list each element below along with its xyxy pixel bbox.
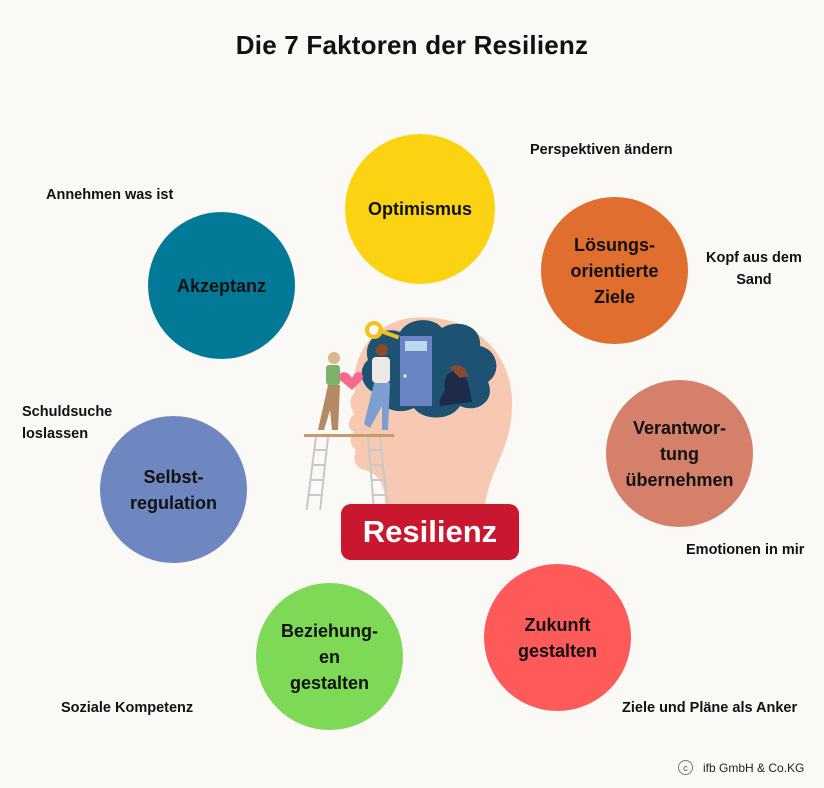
factor-label: Selbst- regulation (129, 466, 217, 513)
page-title: Die 7 Faktoren der Resilienz (235, 30, 589, 60)
factor-label: Akzeptanz (176, 275, 266, 296)
copyright: c ifb GmbH & Co.KG (678, 760, 804, 775)
note-verantwortung: Emotionen in mir (686, 542, 805, 558)
factor-label: Lösungs- orientierte Ziele (570, 234, 659, 307)
note-optimismus: Perspektiven ändern (530, 142, 673, 158)
factor-circle-optimismus: Optimismus (345, 134, 495, 284)
head-illustration (304, 317, 513, 510)
factor-circle-zukunft: Zukunft gestalten (484, 564, 631, 711)
heart-icon (339, 372, 363, 390)
note-akzeptanz: Annehmen was ist (46, 187, 174, 203)
factor-label: Zukunft gestalten (517, 614, 598, 661)
note-beziehungen: Soziale Kompetenz (61, 700, 194, 716)
factor-circle-selbstregulation: Selbst- regulation (100, 416, 247, 563)
factor-label: Optimismus (367, 199, 473, 219)
factor-label: Verantwor- tung übernehmen (625, 417, 734, 490)
factor-circle-akzeptanz: Akzeptanz (148, 212, 295, 359)
copyright-icon: c (678, 760, 693, 775)
copyright-text: ifb GmbH & Co.KG (703, 760, 805, 775)
resilienz-badge: Resilienz (341, 504, 519, 560)
factor-circle-beziehungen: Beziehung- en gestalten (256, 583, 403, 730)
note-zukunft: Ziele und Pläne als Anker (622, 700, 798, 716)
factor-label: Beziehung- en gestalten (281, 620, 378, 693)
note-loesungsorientierte-ziele: Kopf aus dem Sand (706, 250, 802, 288)
factor-circle-verantwortung: Verantwor- tung übernehmen (606, 380, 753, 527)
note-selbstregulation: Schuldsuche loslassen (22, 404, 113, 442)
factor-circle-loesungsorientierte-ziele: Lösungs- orientierte Ziele (541, 197, 688, 344)
